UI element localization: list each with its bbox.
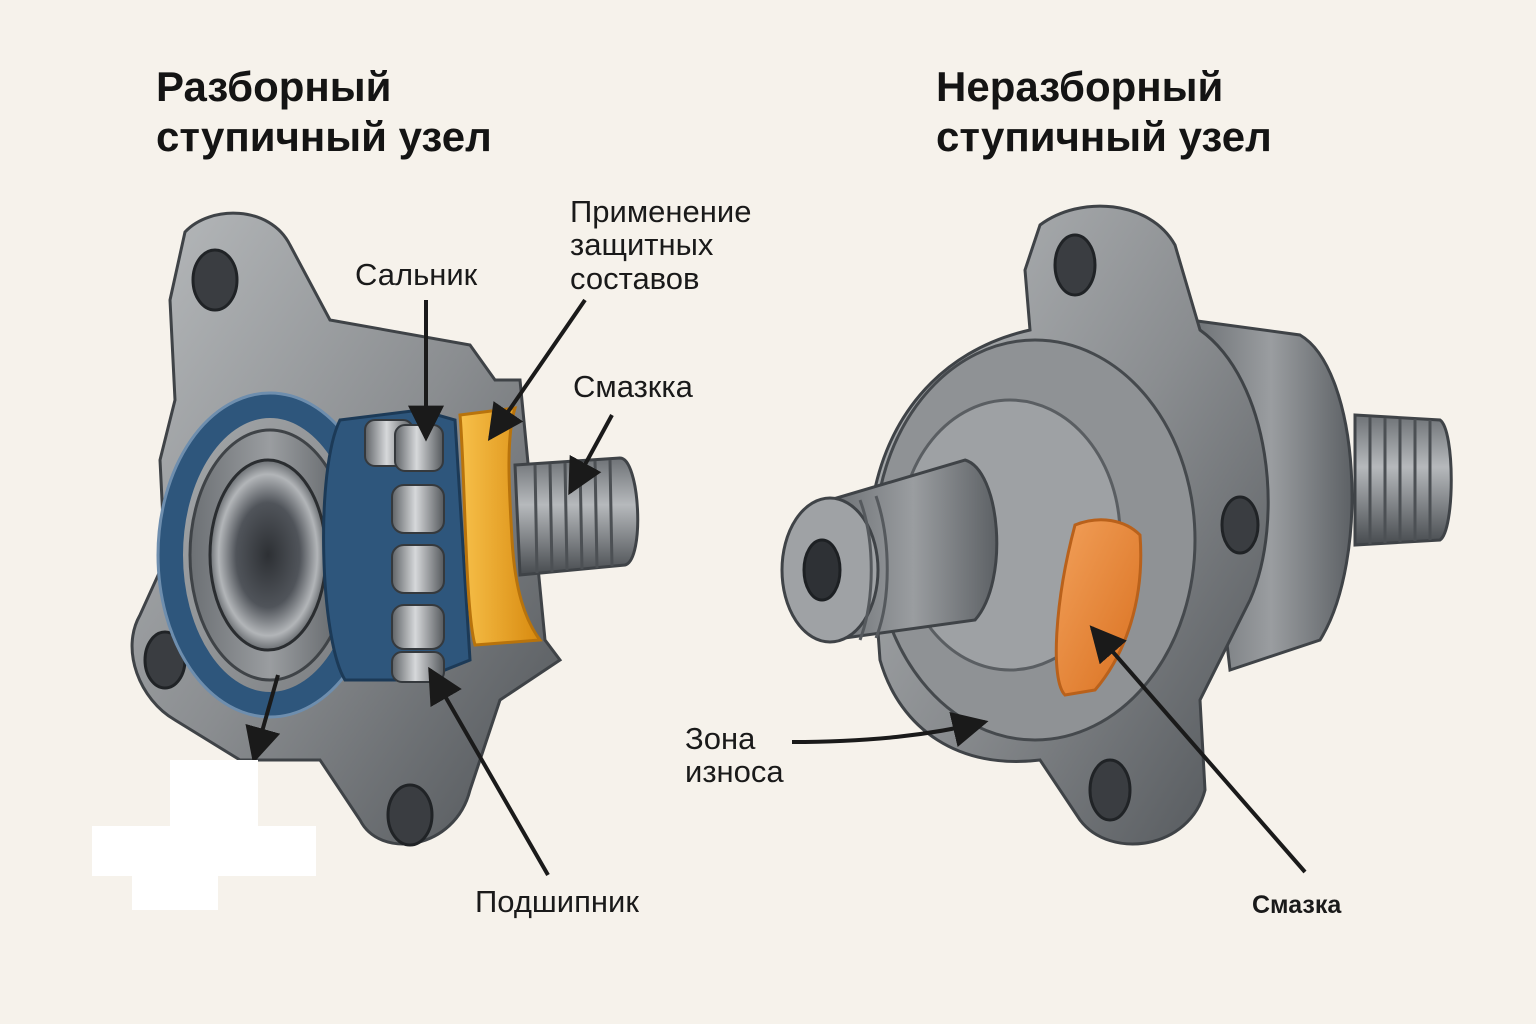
label-bearing: Подшипник: [475, 884, 639, 919]
right-hub-illustration: [780, 204, 1453, 846]
protective-compound: [458, 406, 543, 647]
arrow-icon: [568, 414, 614, 496]
label-grease-right: Смазка: [1252, 891, 1342, 919]
arrow-icon: [791, 711, 989, 747]
label-protective-line-3: составов: [570, 260, 700, 296]
label-protective-line-2: защитных: [570, 227, 714, 263]
right-unit-title-line-2: ступичный узел: [936, 113, 1272, 161]
bolt-hole-icon: [1088, 758, 1132, 822]
spindle-groove: [874, 495, 889, 639]
bolt-hole-icon: [191, 248, 239, 312]
left-unit-title: Разборный ступичный узел: [156, 62, 492, 163]
rear-threaded-stub: [1353, 413, 1453, 547]
label-wear-zone: Зона износа: [685, 722, 784, 789]
right-unit-title: Неразборный ступичный узел: [936, 62, 1272, 163]
label-protective-line-1: Применение: [570, 194, 752, 229]
bolt-hole-icon: [386, 783, 434, 847]
blank-patch: [132, 874, 218, 910]
left-hub-illustration: [130, 211, 640, 847]
bolt-hole-icon: [1053, 233, 1097, 297]
arrow-icon: [487, 298, 587, 441]
blank-patch: [92, 826, 316, 876]
label-seal: Сальник: [355, 257, 478, 292]
label-wear-zone-line-2: износа: [685, 754, 784, 790]
arrow-icon: [1089, 625, 1307, 874]
label-grease-left: Смазкка: [573, 369, 693, 404]
blank-patch: [170, 760, 258, 830]
threaded-shaft: [513, 456, 640, 577]
right-unit-title-line-1: Неразборный: [936, 63, 1224, 110]
leader-lines: [245, 298, 1307, 876]
left-unit-title-line-2: ступичный узел: [156, 113, 492, 161]
arrow-icon: [245, 674, 281, 764]
left-unit-title-line-1: Разборный: [156, 63, 392, 110]
label-protective-compounds: Применение защитных составов: [570, 194, 752, 296]
spindle-center-hole: [802, 538, 842, 602]
arrow-icon: [428, 666, 550, 876]
bolt-hole-icon: [1220, 495, 1260, 555]
hub-bore: [208, 458, 328, 652]
spindle-groove: [858, 499, 873, 641]
label-wear-zone-line-1: Зона: [685, 721, 756, 756]
